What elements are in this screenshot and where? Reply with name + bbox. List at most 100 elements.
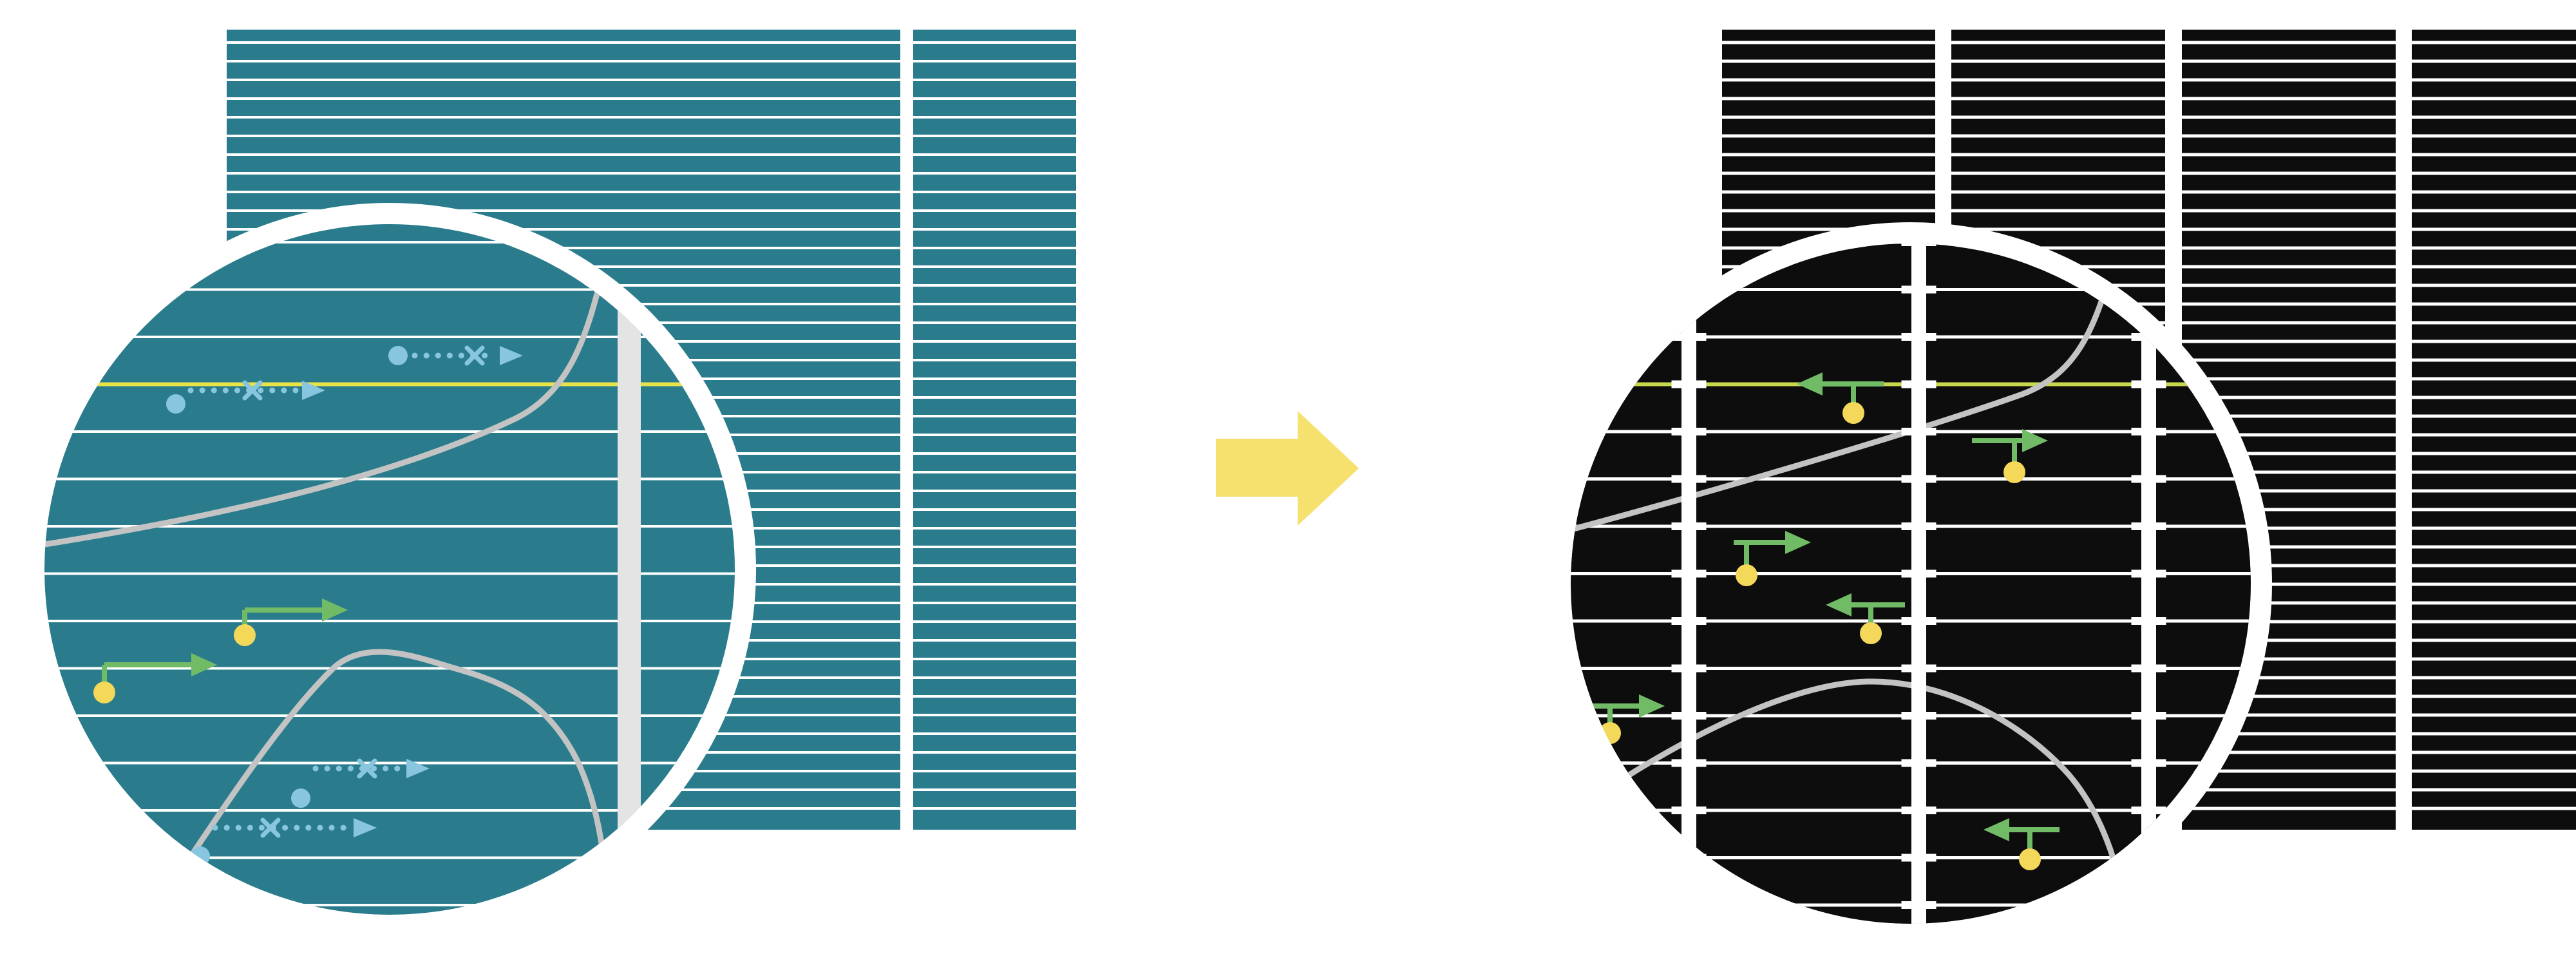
- busbar-pad: [1671, 712, 1707, 720]
- finger-line: [227, 60, 1076, 62]
- green-arrowhead-icon: [1797, 372, 1823, 396]
- finger-line: [1722, 265, 2576, 269]
- finger-line: [1722, 190, 2576, 194]
- busbar-pad: [1901, 333, 1937, 341]
- green-arrowhead-icon: [1984, 818, 2009, 841]
- finger-line: [227, 265, 1076, 268]
- magnified-finger-line: [44, 761, 735, 765]
- magnified-finger-line: [44, 525, 735, 528]
- left-inset: [44, 224, 735, 915]
- left-cell-edge-strip: [913, 30, 1076, 830]
- finger-line: [1722, 153, 2576, 157]
- magnified-finger-line: [44, 241, 735, 244]
- busbar-pad: [2131, 522, 2166, 530]
- busbar-pad: [1671, 759, 1707, 767]
- busbar-pad: [2131, 759, 2166, 767]
- electron-dot: [291, 788, 310, 808]
- finger-line: [1722, 115, 2576, 119]
- finger-line: [1722, 283, 2576, 287]
- left-magnifier-ring: [23, 203, 756, 936]
- busbar-pad: [2131, 901, 2166, 909]
- magnified-finger-line: [44, 477, 735, 481]
- recombination-x-icon: [260, 817, 281, 838]
- blue-arrowhead-icon: [500, 346, 523, 365]
- busbar-pad: [2131, 475, 2166, 483]
- carrier-dot: [93, 682, 115, 703]
- finger-line: [227, 97, 1076, 100]
- magnified-finger-line: [44, 620, 735, 622]
- magnified-finger-line: [44, 667, 735, 670]
- finger-line: [227, 209, 1076, 212]
- green-arrowhead-icon: [1785, 531, 1811, 554]
- busbar-pad: [1671, 475, 1707, 483]
- finger-line: [227, 228, 1076, 231]
- busbar: [2141, 244, 2156, 924]
- right-module-cell: [2412, 30, 2576, 830]
- electron-dot: [166, 394, 185, 414]
- green-arrowhead-icon: [1826, 593, 1852, 616]
- busbar: [1911, 244, 1926, 924]
- finger-line: [227, 79, 1076, 81]
- finger-line: [1722, 246, 2576, 250]
- busbar-pad: [2131, 617, 2166, 625]
- magnified-finger-line: [44, 809, 735, 812]
- busbar-pad: [1901, 807, 1937, 814]
- finger-line: [1722, 227, 2576, 231]
- finger-line: [1722, 97, 2576, 100]
- busbar-pad: [2131, 428, 2166, 435]
- finger-line: [227, 153, 1076, 156]
- busbar-pad: [1671, 569, 1707, 578]
- right-inset: [1571, 244, 2251, 924]
- blue-arrowhead-icon: [354, 818, 377, 837]
- finger-line: [1722, 134, 2576, 138]
- electron-dot: [388, 346, 408, 365]
- busbar-pad: [1901, 244, 1937, 246]
- busbar: [618, 224, 641, 915]
- magnified-finger-line: [44, 904, 735, 906]
- magnified-finger-line: [44, 714, 735, 717]
- busbar-pad: [1901, 285, 1937, 294]
- busbar-pad: [1671, 617, 1707, 625]
- green-arrowhead-icon: [1639, 694, 1665, 718]
- carrier-dot: [1842, 402, 1864, 424]
- busbar-pad: [1901, 854, 1937, 862]
- green-arrowhead-icon: [322, 598, 348, 622]
- magnified-finger-line: [44, 572, 735, 575]
- finger-line: [227, 172, 1076, 175]
- busbar-pad: [2131, 380, 2166, 388]
- busbar-pad: [1901, 569, 1937, 578]
- busbar-pad: [1901, 428, 1937, 435]
- busbar-pad: [1671, 807, 1707, 814]
- finger-line: [227, 135, 1076, 137]
- recombination-x-icon: [464, 345, 485, 366]
- carrier-dot: [234, 624, 256, 646]
- blue-arrowhead-icon: [406, 759, 430, 778]
- busbar-pad: [1671, 380, 1707, 388]
- finger-line: [1722, 171, 2576, 175]
- magnified-finger-line: [44, 856, 735, 859]
- finger-line: [227, 303, 1076, 305]
- finger-line: [227, 41, 1076, 44]
- process-arrow-icon: [1216, 411, 1359, 526]
- grain-boundary-curve: [126, 649, 612, 915]
- right-magnifier-ring: [1549, 222, 2272, 945]
- busbar-pad: [2131, 807, 2166, 814]
- magnified-finger-line: [44, 336, 735, 338]
- busbar-pad: [1671, 664, 1707, 673]
- green-arrowhead-icon: [2022, 429, 2048, 452]
- finger-line: [227, 284, 1076, 287]
- finger-line: [227, 116, 1076, 119]
- finger-line: [1722, 302, 2576, 306]
- busbar-pad: [1671, 244, 1707, 246]
- magnified-finger-line: [44, 288, 735, 291]
- busbar-pad: [1671, 522, 1707, 530]
- busbar-pad: [1901, 712, 1937, 720]
- carrier-dot: [2019, 848, 2041, 870]
- finger-line: [1722, 209, 2576, 213]
- grain-boundary-curve: [1575, 678, 2132, 924]
- busbar-pad: [1901, 522, 1937, 530]
- busbar-pad: [1901, 901, 1937, 909]
- recombination-x-icon: [357, 758, 377, 779]
